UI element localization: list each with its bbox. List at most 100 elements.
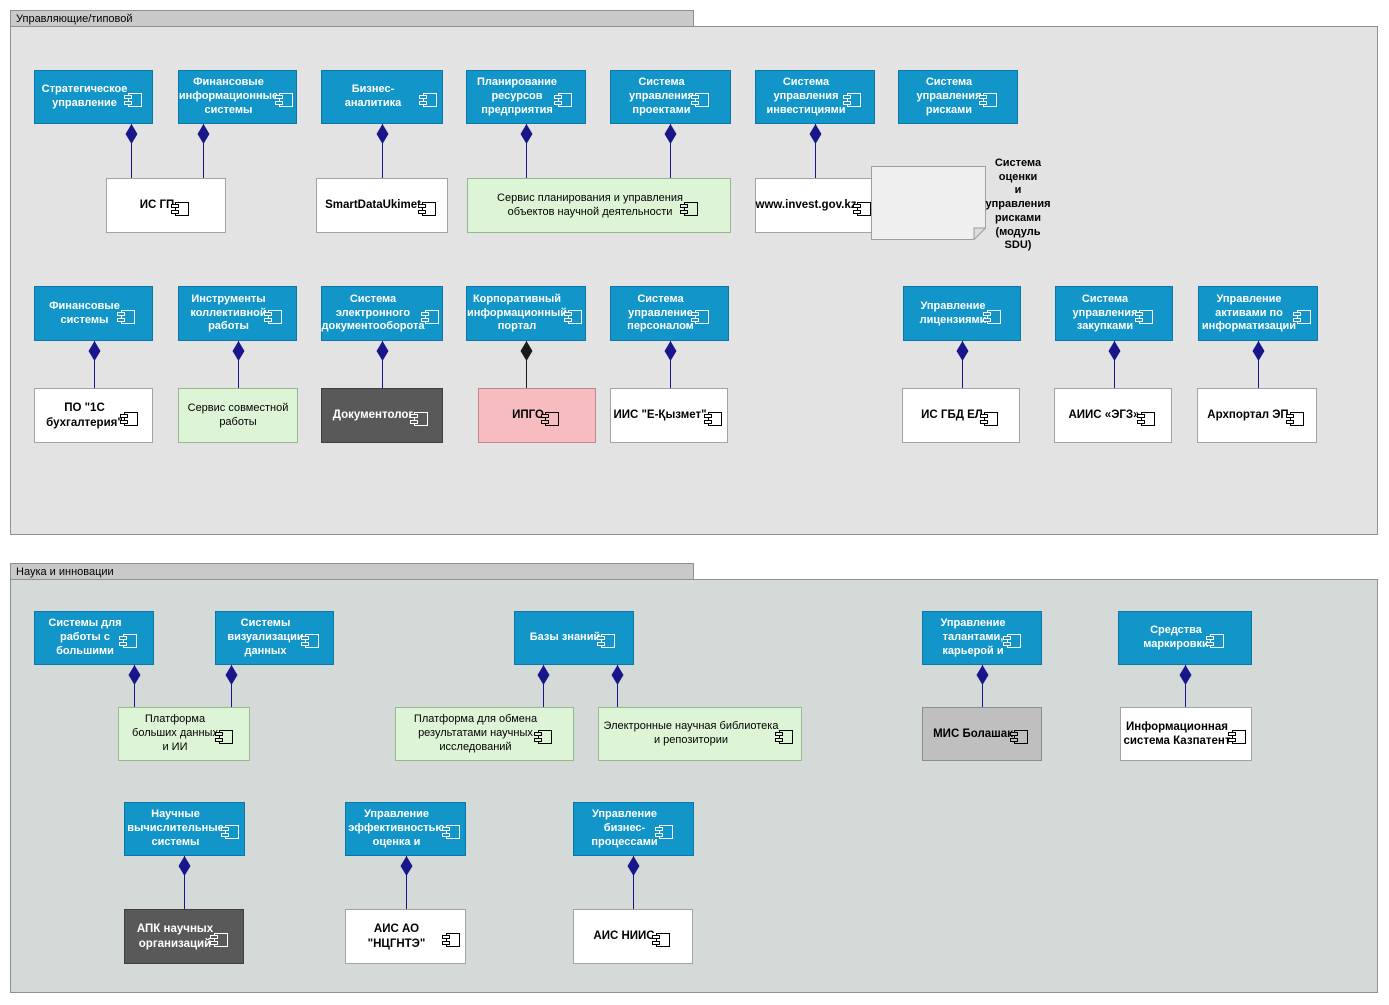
component-icon xyxy=(651,932,670,947)
composition-diamond xyxy=(225,665,238,685)
hr-mgmt-system[interactable]: Система управление персоналом xyxy=(610,286,729,341)
component-icon xyxy=(540,411,559,426)
composition-diamond xyxy=(1108,341,1121,361)
composition-connector[interactable] xyxy=(1258,341,1259,388)
collab-service[interactable]: Сервис совместной работы xyxy=(178,388,298,443)
node-label: Управление эффективностью оценка и xyxy=(348,808,445,848)
node-label: Системы визуализации данных xyxy=(227,617,304,657)
node-label: Информационная система Казпатент xyxy=(1123,720,1231,747)
composition-connector[interactable] xyxy=(184,856,185,909)
composition-connector[interactable] xyxy=(94,341,95,388)
smartdataukimet[interactable]: SmartDataUkimet xyxy=(316,178,448,233)
ais-ncgnte[interactable]: АИС АО "НЦГНТЭ" xyxy=(345,909,466,964)
composition-connector[interactable] xyxy=(131,124,132,178)
component-icon xyxy=(597,634,616,648)
aiis-egz[interactable]: АИИС «ЭГЗ» xyxy=(1054,388,1172,443)
composition-connector[interactable] xyxy=(962,341,963,388)
strategic-management[interactable]: Стратегическое управление xyxy=(34,70,153,124)
e-library-repositories[interactable]: Электронные научная библиотека и репозит… xyxy=(598,707,802,761)
knowledge-bases[interactable]: Базы знаний xyxy=(514,611,634,665)
node-label: Базы знаний xyxy=(529,631,601,644)
financial-systems[interactable]: Финансовые системы xyxy=(34,286,153,341)
investment-mgmt-system[interactable]: Система управления инвестициями xyxy=(755,70,875,124)
business-analytics[interactable]: Бизнес-аналитика xyxy=(321,70,443,124)
project-mgmt-system[interactable]: Система управления проектами xyxy=(610,70,731,124)
composition-connector[interactable] xyxy=(1114,341,1115,388)
composition-connector[interactable] xyxy=(670,341,671,388)
po-1c-accounting[interactable]: ПО "1С бухгалтерия" xyxy=(34,388,153,443)
talent-mgmt[interactable]: Управление талантами, карьерой и xyxy=(922,611,1042,665)
data-viz-systems[interactable]: Системы визуализации данных xyxy=(215,611,334,665)
node-label: Система управления рисками xyxy=(916,76,982,116)
iis-e-qyzmet[interactable]: ИИС "Е-Қызмет" xyxy=(610,388,728,443)
node-label: Платформа больших данных и ИИ xyxy=(132,713,218,753)
component-icon xyxy=(119,411,138,426)
marking-tools[interactable]: Средства маркировки xyxy=(1118,611,1252,665)
package-title: Наука и инновации xyxy=(16,566,114,578)
composition-connector[interactable] xyxy=(382,341,383,388)
node-label: Финансовые системы xyxy=(49,299,120,326)
fin-info-systems[interactable]: Финансовые информационные системы xyxy=(178,70,297,124)
composition-connector[interactable] xyxy=(203,124,204,178)
business-process-mgmt[interactable]: Управление бизнес- процессами xyxy=(573,802,694,856)
component-icon xyxy=(275,93,294,107)
invest-gov-kz[interactable]: www.invest.gov.kz xyxy=(755,178,875,233)
composition-diamond xyxy=(400,856,413,876)
component-icon xyxy=(554,93,573,107)
is-gbd-el[interactable]: ИС ГБД ЕЛ xyxy=(902,388,1020,443)
collab-tools[interactable]: Инструменты коллективной работы xyxy=(178,286,297,341)
node-label: Система электронного документооборота xyxy=(321,292,425,333)
composition-diamond xyxy=(809,124,822,144)
note-shape xyxy=(870,165,987,245)
component-icon xyxy=(410,411,429,426)
archportal-ep[interactable]: Архпортал ЭП xyxy=(1197,388,1317,443)
composition-connector[interactable] xyxy=(231,665,232,707)
erp-planning[interactable]: Планирование ресурсов предприятия xyxy=(466,70,586,124)
package-tab[interactable]: Наука и инновации xyxy=(10,563,694,580)
corp-portal[interactable]: Корпоративный информационный портал xyxy=(466,286,586,341)
research-exchange-platform[interactable]: Платформа для обмена результатами научны… xyxy=(395,707,574,761)
node-label: Финансовые информационные системы xyxy=(178,76,279,116)
node-label: Инструменты коллективной работы xyxy=(190,292,267,333)
composition-connector[interactable] xyxy=(815,124,816,178)
apk-sci-orgs[interactable]: АПК научных организаций xyxy=(124,909,244,964)
composition-connector[interactable] xyxy=(982,665,983,707)
is-kazpatent[interactable]: Информационная система Казпатент xyxy=(1120,707,1252,761)
mis-bolashak[interactable]: МИС Болашак xyxy=(922,707,1042,761)
bigdata-systems[interactable]: Системы для работы с большими xyxy=(34,611,154,665)
science-planning-service[interactable]: Сервис планирования и управления объекто… xyxy=(467,178,731,233)
performance-mgmt[interactable]: Управление эффективностью оценка и xyxy=(345,802,466,856)
package-tab[interactable]: Управляющие/типовой xyxy=(10,10,694,27)
ais-niis[interactable]: АИС НИИС xyxy=(573,909,693,964)
component-icon xyxy=(775,730,794,744)
composition-connector[interactable] xyxy=(406,856,407,909)
edms[interactable]: Система электронного документооборота xyxy=(321,286,443,341)
dokumentolog[interactable]: Документолог xyxy=(321,388,443,443)
bigdata-ai-platform[interactable]: Платформа больших данных и ИИ xyxy=(118,707,250,761)
sci-computing-systems[interactable]: Научные вычислительные системы xyxy=(124,802,245,856)
composition-connector[interactable] xyxy=(526,341,527,388)
node-label: Корпоративный информационный портал xyxy=(467,292,567,333)
component-icon xyxy=(220,825,239,839)
procurement-mgmt-system[interactable]: Система управления закупками xyxy=(1055,286,1173,341)
it-asset-mgmt[interactable]: Управление активами по информатизации xyxy=(1198,286,1318,341)
node-label: АПК научных организаций xyxy=(136,923,214,950)
composition-diamond xyxy=(178,856,191,876)
license-mgmt[interactable]: Управление лицензиями xyxy=(903,286,1021,341)
composition-connector[interactable] xyxy=(134,665,135,707)
composition-connector[interactable] xyxy=(617,665,618,707)
risk-mgmt-system[interactable]: Система управления рисками xyxy=(898,70,1018,124)
node-label: Сервис планирования и управления объекто… xyxy=(497,191,683,218)
composition-connector[interactable] xyxy=(382,124,383,178)
composition-connector[interactable] xyxy=(238,341,239,388)
component-icon xyxy=(983,309,1002,324)
composition-connector[interactable] xyxy=(670,124,671,178)
component-icon xyxy=(124,93,143,107)
ipgo[interactable]: ИПГО xyxy=(478,388,596,443)
composition-connector[interactable] xyxy=(543,665,544,707)
is-gp[interactable]: ИС ГП xyxy=(106,178,226,233)
risk-note[interactable]: Система оценки и управления рисками (мод… xyxy=(870,157,1051,251)
composition-connector[interactable] xyxy=(1185,665,1186,707)
composition-connector[interactable] xyxy=(526,124,527,178)
composition-connector[interactable] xyxy=(633,856,634,909)
